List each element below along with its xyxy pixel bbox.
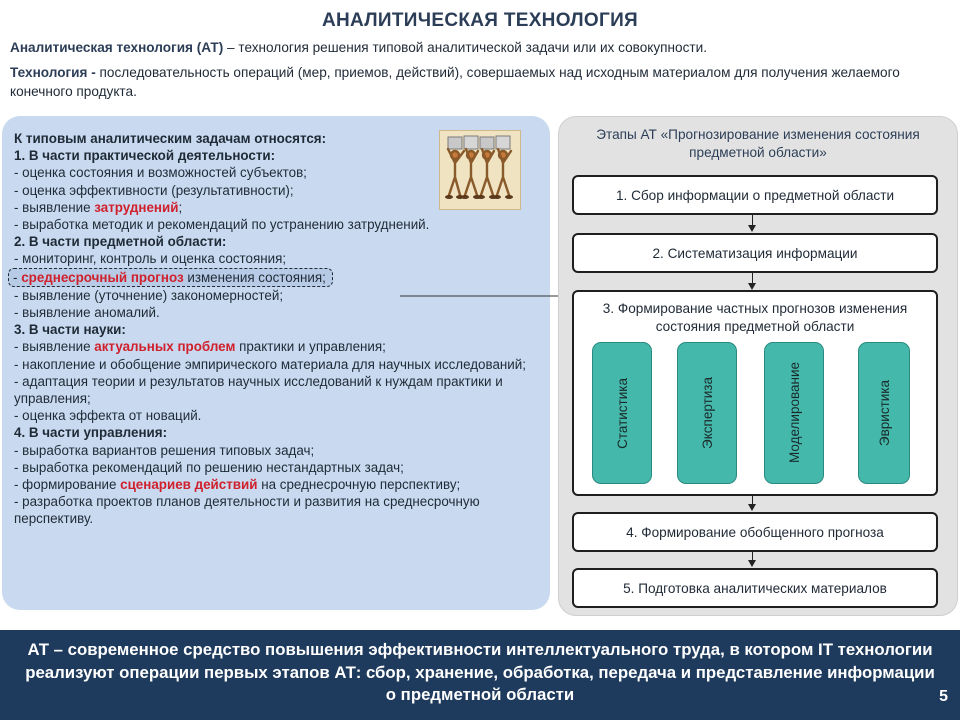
list-item-text: - (13, 269, 22, 285)
list-item: - оценка состояния и возможностей субъек… (14, 165, 307, 181)
section-management: 4. В части управления: (14, 425, 168, 441)
definition-at-text: – технология решения типовой аналитическ… (223, 40, 707, 55)
list-item-text: на среднесрочную перспективу; (257, 477, 461, 493)
list-item-forecast: - среднесрочный прогноз изменения состоя… (8, 267, 554, 287)
arrow-line (752, 550, 753, 560)
list-item: - выработка вариантов решения типовых за… (14, 442, 315, 458)
arrow-down-icon (748, 560, 756, 567)
page-number: 5 (939, 687, 948, 705)
tasks-heading: К типовым аналитическим задачам относятс… (14, 131, 327, 146)
forecast-dashed-box: - среднесрочный прогноз изменения состоя… (8, 267, 333, 287)
list-item: - выработка методик и рекомендаций по ус… (14, 217, 430, 233)
stage-4: 4. Формирование обобщенного прогноза (572, 512, 938, 552)
definitions: Аналитическая технология (АТ) – технолог… (10, 38, 910, 101)
puzzle-people-icon (445, 135, 513, 199)
puzzle-people-illustration (439, 130, 521, 210)
method-statistics: Статистика (592, 342, 652, 484)
list-item: - формирование сценариев действий на сре… (14, 476, 554, 493)
list-item: - оценка эффективности (результативности… (14, 182, 294, 198)
section-subject-area: 2. В части предметной области: (14, 234, 227, 250)
typical-tasks-panel: К типовым аналитическим задачам относятс… (2, 116, 550, 610)
definition-at: Аналитическая технология (АТ) – технолог… (10, 38, 910, 57)
section-practice: 1. В части практической деятельности: (14, 148, 276, 164)
list-item: - накопление и обобщение эмпирического м… (14, 356, 526, 372)
definition-at-term: Аналитическая технология (АТ) (10, 40, 224, 55)
list-item-text: - выявление (14, 339, 95, 355)
arrow-down-icon (748, 504, 756, 511)
page-title: АНАЛИТИЧЕСКАЯ ТЕХНОЛОГИЯ (321, 10, 638, 31)
typical-tasks-list: К типовым аналитическим задачам относятс… (8, 130, 554, 528)
arrow-line (752, 213, 753, 225)
list-item: - разработка проектов планов деятельност… (14, 494, 480, 527)
list-item-text: - формирование (14, 477, 121, 493)
highlight-forecast: среднесрочный прогноз (21, 269, 184, 285)
method-modeling-label: Моделирование (786, 362, 802, 464)
stage-5: 5. Подготовка аналитических материалов (572, 568, 938, 608)
arrow-line (752, 271, 753, 283)
method-modeling: Моделирование (764, 342, 824, 484)
stages-panel: Этапы АТ «Прогнозирование изменения сост… (558, 116, 958, 616)
method-heuristics-label: Эвристика (876, 379, 892, 447)
summary-text: АТ – современное средство повышения эффе… (25, 640, 935, 704)
definition-technology: Технология - последовательность операций… (10, 63, 910, 101)
arrow-line (752, 494, 753, 504)
list-item: - выявление (уточнение) закономерностей; (14, 287, 284, 303)
list-item-text: практики и управления; (235, 339, 386, 355)
stage-3-label: 3. Формирование частных прогнозов измене… (602, 301, 908, 334)
stage-3: 3. Формирование частных прогнозов измене… (572, 290, 938, 496)
list-item: - выявление аномалий. (14, 305, 160, 321)
list-item: - мониторинг, контроль и оценка состояни… (14, 251, 287, 267)
stage-1: 1. Сбор информации о предметной области (572, 175, 938, 215)
method-expertise-label: Экспертиза (699, 377, 715, 449)
forecast-to-stage-arrow (400, 290, 572, 302)
arrow-down-icon (748, 283, 756, 290)
stages-heading: Этапы АТ «Прогнозирование изменения сост… (596, 127, 920, 160)
method-expertise: Экспертиза (677, 342, 737, 484)
stage-2: 2. Систематизация информации (572, 233, 938, 273)
list-item: - выработка рекомендаций по решению нест… (14, 459, 404, 475)
summary-band: АТ – современное средство повышения эффе… (0, 630, 960, 720)
list-item-text: - выявление (14, 199, 95, 215)
method-heuristics: Эвристика (858, 342, 910, 484)
highlight-scenarios: сценариев действий (120, 477, 258, 493)
list-item: - оценка эффекта от новаций. (14, 408, 202, 424)
arrow-down-icon (748, 225, 756, 232)
highlight-difficulties: затруднений (94, 199, 179, 215)
definition-technology-term: Технология - (10, 65, 96, 80)
highlight-problems: актуальных проблем (94, 339, 236, 355)
list-item: - адаптация теории и результатов научных… (14, 373, 503, 407)
list-item-text: изменения состояния; (183, 269, 326, 285)
list-item-text: ; (178, 199, 183, 215)
method-statistics-label: Статистика (614, 377, 630, 449)
list-item: - выявление актуальных проблем практики … (14, 338, 554, 355)
list-item: - выявление затруднений; (14, 199, 554, 216)
section-science: 3. В части науки: (14, 322, 126, 338)
definition-technology-text: последовательность операций (мер, приемо… (10, 65, 900, 99)
